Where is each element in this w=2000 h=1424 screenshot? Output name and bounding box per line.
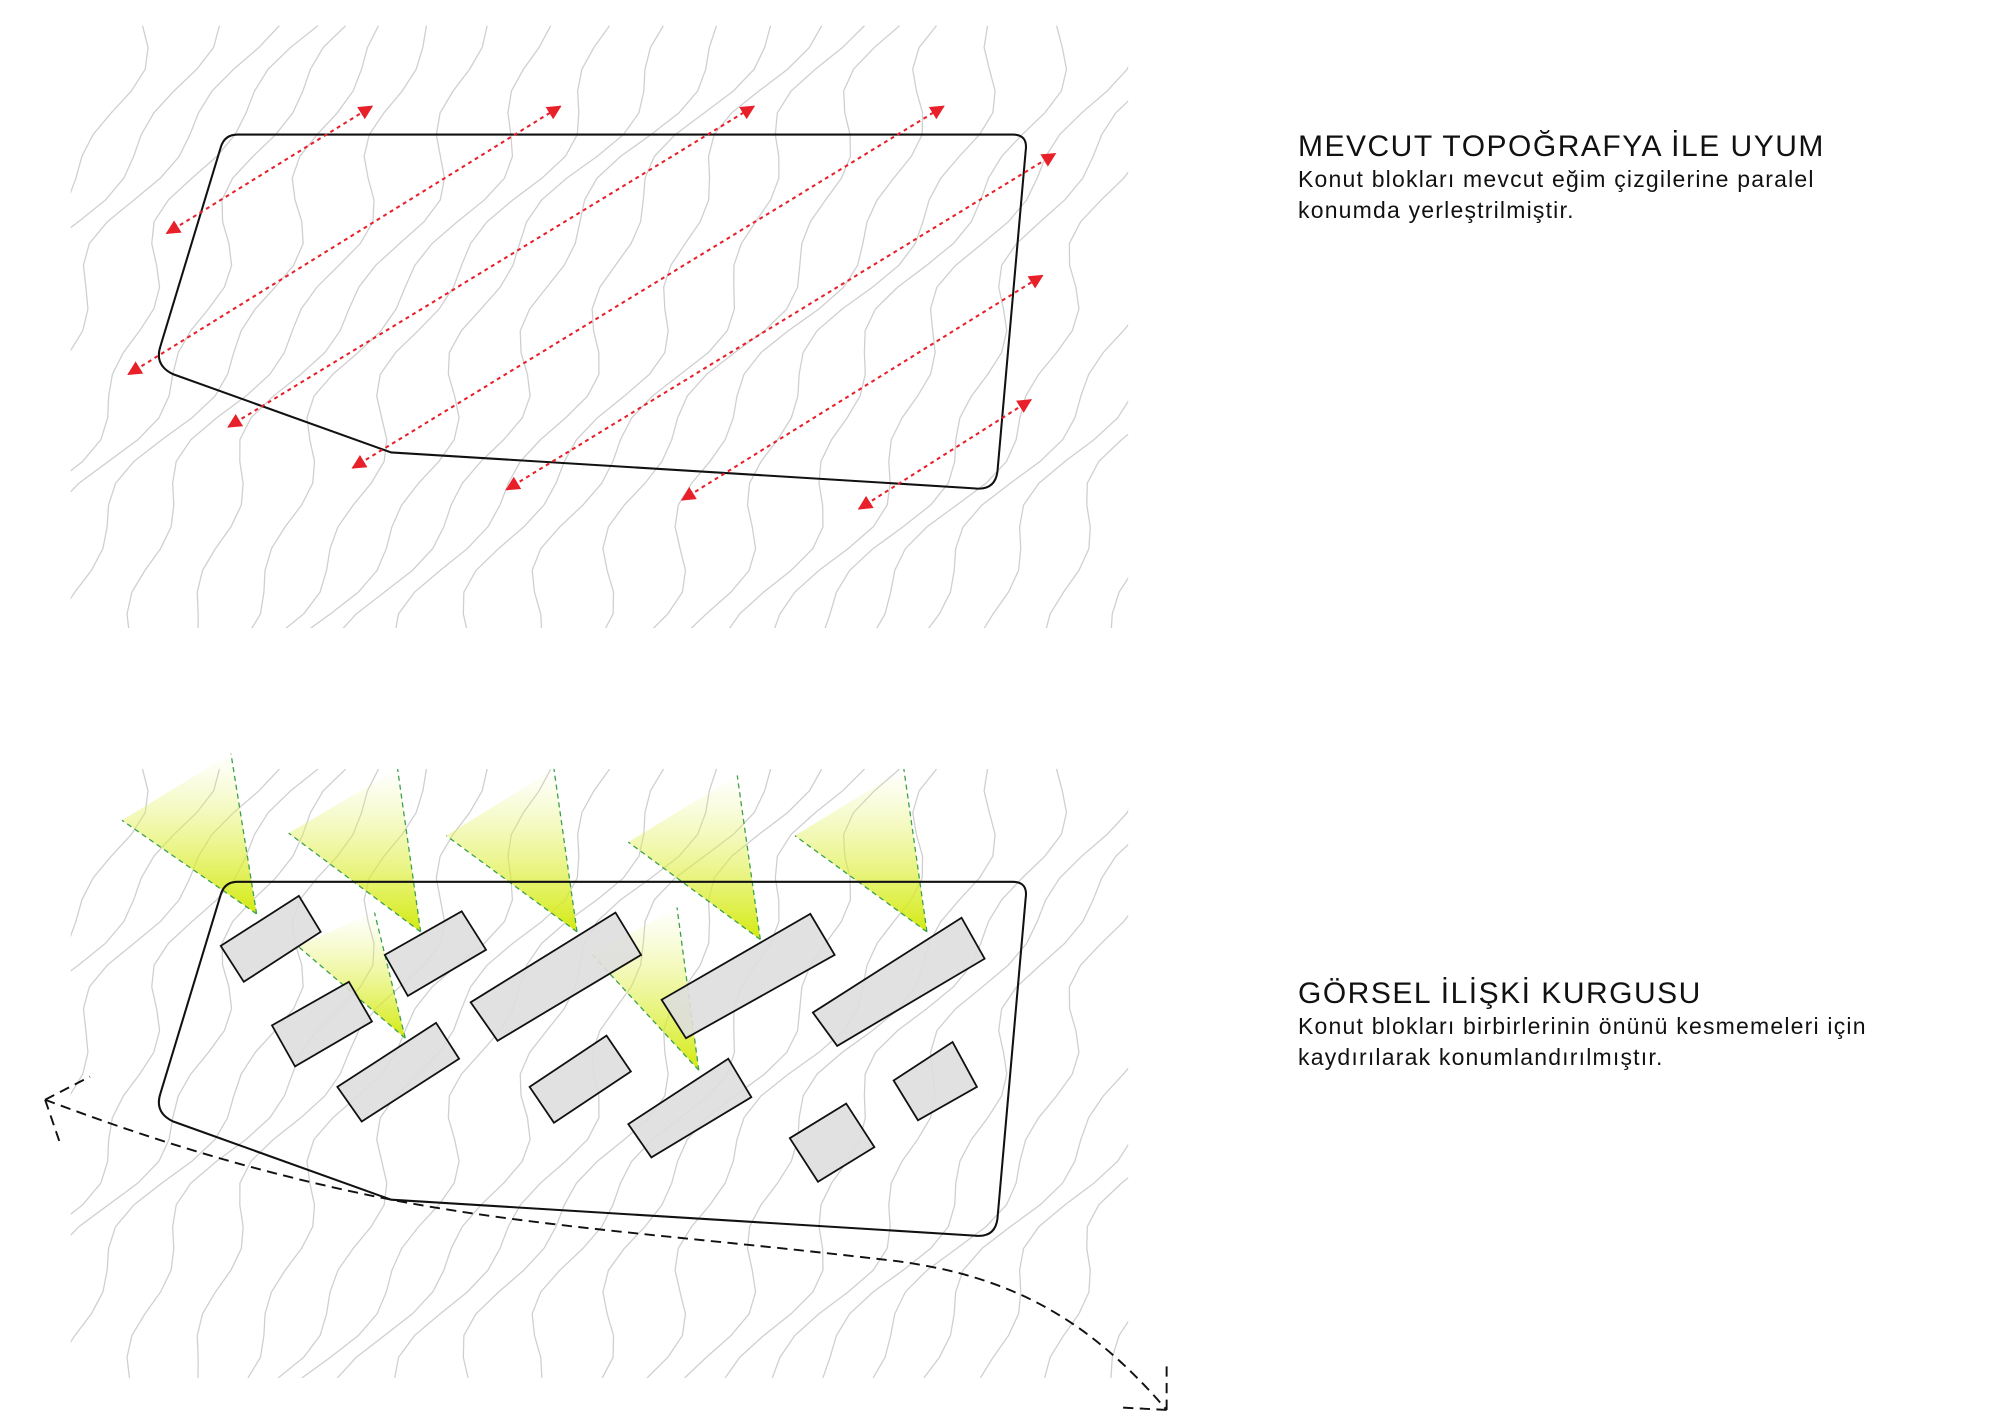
double-arrow (680, 274, 1044, 501)
section-visual-relation: GÖRSEL İLİŞKİ KURGUSU Konut blokları bir… (1298, 977, 1867, 1073)
contour-line (1110, 577, 1129, 629)
contour-line (394, 769, 772, 1378)
contour-line (196, 769, 488, 1378)
section-title: MEVCUT TOPOĞRAFYA İLE UYUM (1298, 130, 1825, 163)
view-cone (445, 768, 578, 933)
contour-line (70, 25, 280, 352)
contour-line (126, 25, 428, 629)
contour-line (70, 769, 280, 1096)
housing-block (383, 910, 488, 998)
contour-line (300, 769, 664, 1378)
contour-line (285, 25, 611, 629)
contour-line (70, 769, 347, 1236)
contour-line (70, 769, 149, 938)
contour-line (251, 25, 552, 629)
contour-line (70, 25, 380, 600)
contour-line (822, 843, 1129, 1378)
housing-block (660, 912, 836, 1040)
contour-line (646, 769, 938, 1378)
housing-block (892, 1040, 979, 1122)
view-cone (121, 753, 258, 915)
housing-block (336, 1021, 461, 1123)
section-title: GÖRSEL İLİŞKİ KURGUSU (1298, 977, 1702, 1010)
view-cone (627, 775, 761, 941)
housing-block (270, 980, 374, 1068)
housing-block (469, 911, 643, 1042)
view-cone (297, 912, 406, 1039)
contour-line (774, 65, 1129, 629)
contour-line (927, 323, 1129, 629)
contour-line (70, 769, 221, 972)
housing-block (627, 1057, 753, 1159)
view-cones (121, 753, 928, 1071)
contour-line (342, 25, 718, 629)
access-road-path (44, 1075, 1168, 1411)
contour-line (1045, 433, 1129, 629)
contour-line (1044, 1177, 1129, 1378)
slope-parallel-arrows (127, 105, 1057, 510)
contour-line (70, 25, 347, 493)
section-description-line: Konut blokları mevcut eğim çizgilerine p… (1298, 166, 1815, 192)
contour-line (70, 769, 380, 1344)
section-description-line: kaydırılarak konumlandırılmıştır. (1298, 1044, 1664, 1070)
housing-blocks (219, 894, 986, 1183)
contour-line (824, 100, 1129, 629)
contour-line (1110, 1320, 1129, 1378)
view-cone (794, 768, 928, 933)
contour-line (983, 400, 1129, 629)
contour-line (876, 171, 1129, 629)
housing-block (528, 1034, 633, 1125)
housing-block (788, 1102, 876, 1183)
contour-line (872, 914, 1129, 1378)
contour-line (923, 1067, 1129, 1378)
housing-block (219, 894, 322, 984)
section-description-line: konumda yerleştrilmiştir. (1298, 197, 1575, 223)
topographic-contours-top (70, 25, 1129, 629)
site-boundary-bottom (157, 880, 1028, 1237)
section-description-line: Konut blokları birbirlerinin önünü kesme… (1298, 1013, 1867, 1039)
section-topography: MEVCUT TOPOĞRAFYA İLE UYUM Konut bloklar… (1298, 130, 1825, 226)
housing-block (811, 916, 986, 1048)
contour-line (728, 25, 1068, 629)
contour-line (462, 25, 823, 629)
double-arrow (857, 399, 1032, 510)
contour-line (690, 25, 996, 629)
contour-line (724, 769, 1068, 1378)
contour-line (683, 769, 996, 1378)
view-cone (288, 768, 422, 933)
contour-line (652, 25, 938, 629)
contour-line (395, 25, 772, 629)
contour-line (70, 25, 149, 195)
contour-line (336, 769, 718, 1378)
double-arrow (165, 105, 374, 235)
contour-line (70, 25, 221, 229)
contour-line (979, 1143, 1129, 1378)
